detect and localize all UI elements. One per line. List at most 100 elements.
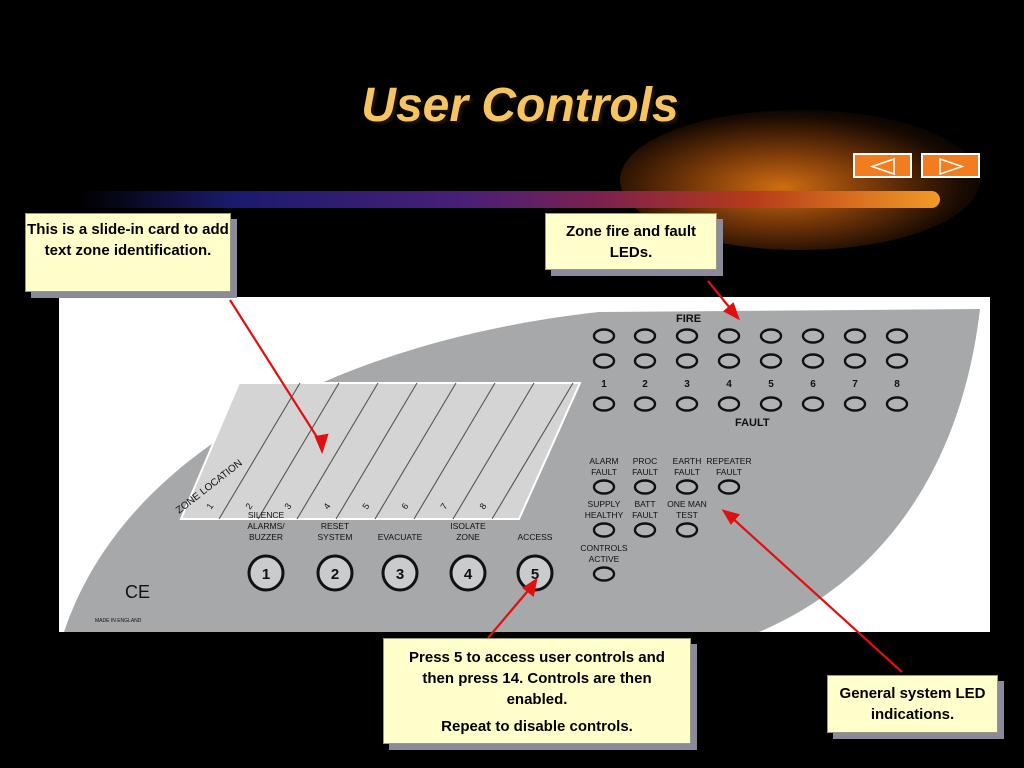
- control-button[interactable]: [449, 554, 487, 592]
- card-number: 2: [243, 501, 254, 511]
- status-led-label: REPEATER: [706, 456, 751, 466]
- status-led-label: FAULT: [632, 510, 658, 520]
- control-button-label: ALARMS/: [247, 521, 285, 531]
- card-divider: [452, 382, 535, 520]
- callout-card-text: This is a slide-in card to add text zone…: [27, 221, 229, 259]
- zone-led: [843, 328, 867, 344]
- status-led: [592, 566, 616, 582]
- control-button-number: 4: [464, 566, 473, 583]
- control-button-label: SILENCE: [248, 510, 285, 520]
- zone-led: [717, 353, 741, 369]
- status-led-label: HEALTHY: [585, 510, 624, 520]
- status-led: [592, 479, 616, 495]
- card-number: 1: [204, 501, 215, 511]
- zone-led: [633, 328, 657, 344]
- control-button[interactable]: [247, 554, 285, 592]
- card-number: 7: [438, 501, 449, 511]
- zone-number: 5: [768, 379, 774, 390]
- card-number: 8: [477, 501, 488, 511]
- control-button[interactable]: [381, 554, 419, 592]
- zone-led: [675, 328, 699, 344]
- previous-slide-button[interactable]: [853, 153, 912, 178]
- zone-led: [759, 396, 783, 412]
- status-led-label: FAULT: [716, 467, 742, 477]
- zone-card-slot: [179, 382, 582, 520]
- zone-number: 8: [894, 379, 900, 390]
- zone-led: [633, 396, 657, 412]
- zone-led: [801, 328, 825, 344]
- zone-led: [843, 353, 867, 369]
- control-button-number: 3: [396, 566, 404, 583]
- zone-number: 3: [684, 379, 690, 390]
- card-number: 6: [399, 501, 410, 511]
- zone-number: 7: [852, 379, 858, 390]
- card-divider: [335, 382, 418, 520]
- next-slide-button[interactable]: [921, 153, 980, 178]
- zone-led: [885, 328, 909, 344]
- status-led: [675, 522, 699, 538]
- control-button-label: ACCESS: [518, 532, 553, 542]
- zone-led: [633, 353, 657, 369]
- status-led-label: TEST: [676, 510, 698, 520]
- control-button-label: ISOLATE: [450, 521, 486, 531]
- callout-leds-text: Zone fire and fault LEDs.: [565, 223, 696, 261]
- zone-number: 4: [726, 379, 732, 390]
- status-led: [633, 479, 657, 495]
- zone-led: [675, 353, 699, 369]
- status-led-label: ACTIVE: [589, 554, 620, 564]
- triangle-right-icon: [938, 158, 964, 175]
- zone-led: [592, 396, 616, 412]
- callout-general-text: General system LED indications.: [839, 685, 986, 723]
- fire-label: FIRE: [676, 313, 701, 325]
- zone-led: [592, 353, 616, 369]
- zone-led: [885, 353, 909, 369]
- control-button-number: 2: [331, 566, 339, 583]
- card-divider: [491, 382, 574, 520]
- control-button-label: ZONE: [456, 532, 480, 542]
- zone-led: [801, 396, 825, 412]
- card-number: 4: [321, 501, 332, 511]
- status-led: [675, 479, 699, 495]
- made-in-label: MADE IN ENGLAND: [95, 618, 142, 624]
- card-divider: [374, 382, 457, 520]
- card-divider: [296, 382, 379, 520]
- status-led-label: PROC: [633, 456, 658, 466]
- status-led-label: ALARM: [589, 456, 618, 466]
- card-divider: [257, 382, 340, 520]
- callout-access-text: Press 5 to access user controls and then…: [409, 649, 665, 708]
- control-button-number: 1: [262, 566, 270, 583]
- zone-led: [759, 353, 783, 369]
- zone-number: 2: [642, 379, 648, 390]
- callout-access: Press 5 to access user controls and then…: [383, 638, 691, 744]
- card-divider: [413, 382, 496, 520]
- callout-card: This is a slide-in card to add text zone…: [25, 213, 231, 292]
- zone-led: [717, 396, 741, 412]
- callout-leds: Zone fire and fault LEDs.: [545, 213, 717, 270]
- zone-led: [759, 328, 783, 344]
- control-button[interactable]: [316, 554, 354, 592]
- status-led-label: EARTH: [673, 456, 702, 466]
- fault-label: FAULT: [735, 417, 770, 429]
- triangle-left-icon: [869, 158, 895, 175]
- status-led-label: CONTROLS: [580, 543, 628, 553]
- status-led-label: BATT: [634, 499, 655, 509]
- slide-title: User Controls: [361, 79, 679, 132]
- control-button-label: SYSTEM: [318, 532, 353, 542]
- control-button-label: RESET: [321, 521, 349, 531]
- status-led-label: SUPPLY: [588, 499, 621, 509]
- status-led: [717, 479, 741, 495]
- status-led: [633, 522, 657, 538]
- ce-mark: CE: [125, 582, 150, 602]
- status-led: [592, 522, 616, 538]
- header-gradient-bar: [80, 191, 940, 208]
- zone-led: [717, 328, 741, 344]
- status-led-label: FAULT: [632, 467, 658, 477]
- callout-access-note: Repeat to disable controls.: [441, 718, 633, 735]
- zone-led: [885, 396, 909, 412]
- zone-number: 6: [810, 379, 816, 390]
- card-number: 3: [282, 501, 293, 511]
- control-button-label: EVACUATE: [378, 532, 423, 542]
- zone-led: [801, 353, 825, 369]
